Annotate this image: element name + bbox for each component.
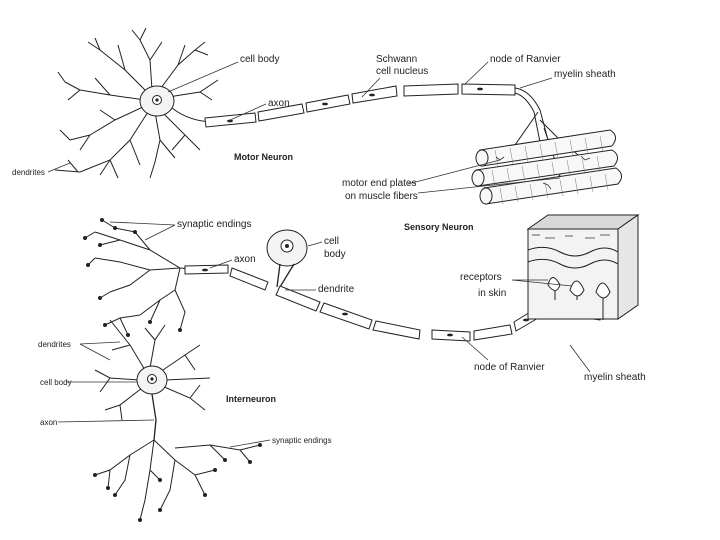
label-motor-myelin: myelin sheath <box>554 69 616 80</box>
label-receptors-line1: receptors <box>460 272 502 283</box>
label-motor-axon: axon <box>268 98 290 109</box>
label-inter-synaptic: synaptic endings <box>272 436 332 445</box>
skin-block <box>526 214 640 320</box>
label-sensory-node: node of Ranvier <box>474 362 545 373</box>
sensory-axon <box>184 264 269 291</box>
motor-neuron <box>54 27 622 205</box>
label-inter-axon: axon <box>40 418 58 427</box>
label-endplates-line2: on muscle fibers <box>345 191 418 202</box>
leader-lines <box>47 61 591 448</box>
label-endplates-line1: motor end plates <box>342 178 417 189</box>
label-motor-node: node of Ranvier <box>490 54 561 65</box>
receptor-2 <box>569 280 585 297</box>
label-schwann-line2: cell nucleus <box>376 66 429 77</box>
label-inter-title: Interneuron <box>226 394 277 404</box>
label-cell-line2: body <box>324 249 346 260</box>
motor-axon <box>204 83 586 186</box>
label-inter-dendrites: dendrites <box>38 340 71 349</box>
label-sensory-axon: axon <box>234 254 256 265</box>
label-motor-cell-body: cell body <box>240 54 280 65</box>
muscle-fibers <box>471 129 622 205</box>
label-receptors-line2: in skin <box>478 288 507 299</box>
sensory-synaptic-endings <box>83 218 206 337</box>
interneuron-dendrites <box>94 319 211 421</box>
label-schwann-line1: Schwann <box>376 54 418 65</box>
label-sensory-synaptic: synaptic endings <box>177 219 252 230</box>
interneuron <box>93 319 262 522</box>
label-sensory-title: Sensory Neuron <box>404 222 474 232</box>
label-motor-dendrites: dendrites <box>12 168 45 177</box>
label-sensory-dendrite: dendrite <box>318 284 355 295</box>
receptor-3 <box>595 282 611 299</box>
label-motor-title: Motor Neuron <box>234 152 293 162</box>
motor-dendrites <box>54 27 219 179</box>
sensory-neuron <box>83 214 640 342</box>
label-cell-line1: cell <box>324 236 340 247</box>
label-inter-cell-body: cell body <box>40 378 72 387</box>
label-sensory-myelin: myelin sheath <box>584 372 646 383</box>
interneuron-axon <box>93 393 262 522</box>
